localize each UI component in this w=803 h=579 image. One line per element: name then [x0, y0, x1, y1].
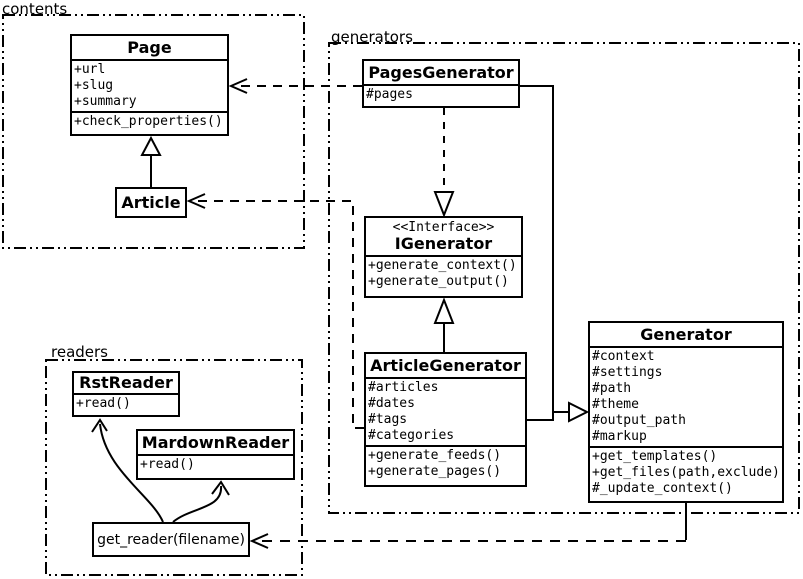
arrow-articlegenerator-to-igenerator-inheritance	[433, 297, 455, 352]
method-row: +generate_feeds()	[368, 448, 502, 463]
class-mardownreader-name: MardownReader	[141, 433, 290, 452]
method-row: +generate_pages()	[368, 464, 502, 479]
class-articlegenerator: ArticleGenerator #articles #dates #tags …	[364, 352, 527, 487]
package-contents-label: contents	[2, 0, 68, 18]
class-page-name: Page	[127, 38, 172, 57]
method-row: +get_files(path,exclude)	[592, 465, 780, 480]
method-row: +read()	[140, 457, 195, 472]
class-mardownreader-methods: +read()	[138, 454, 293, 474]
attribute-row: #context	[592, 349, 655, 364]
class-generator: Generator #context #settings #path #them…	[588, 321, 784, 503]
class-pagesgenerator-attributes: #pages	[364, 84, 518, 104]
package-readers-label: readers	[51, 343, 108, 361]
class-articlegenerator-attributes: #articles #dates #tags #categories	[366, 377, 525, 445]
class-igenerator-stereotype: <<Interface>>	[392, 220, 495, 235]
arrow-pagesgenerator-to-igenerator-realization	[433, 108, 455, 218]
class-rstreader: RstReader +read()	[72, 371, 180, 417]
class-article-name: Article	[121, 192, 181, 212]
class-article: Article	[115, 187, 187, 218]
class-page: Page +url +slug +summary +check_properti…	[70, 34, 229, 136]
attribute-row: +slug	[74, 78, 114, 93]
method-row: +check_properties()	[74, 114, 223, 129]
class-igenerator-name: IGenerator	[394, 234, 493, 253]
class-generator-name: Generator	[640, 325, 732, 344]
class-page-attributes: +url +slug +summary	[72, 59, 227, 111]
method-row: +generate_output()	[368, 274, 509, 289]
class-pagesgenerator-name: PagesGenerator	[368, 63, 514, 82]
package-contents-border	[2, 14, 305, 249]
method-row: +get_templates()	[592, 449, 718, 464]
arrow-getreader-to-mardownreader	[172, 480, 230, 523]
arrow-generator-to-getreader-dependency	[249, 503, 687, 549]
class-pagesgenerator: PagesGenerator #pages	[362, 59, 520, 108]
arrow-generators-to-generator-inheritance	[520, 85, 590, 423]
arrow-article-to-page-inheritance	[140, 135, 162, 187]
attribute-row: #path	[592, 381, 632, 396]
class-generator-methods: +get_templates() +get_files(path,exclude…	[590, 446, 782, 498]
attribute-row: #dates	[368, 396, 415, 411]
class-mardownreader: MardownReader +read()	[136, 429, 295, 480]
attribute-row: #pages	[366, 87, 413, 102]
package-generators-label: generators	[331, 28, 413, 46]
arrow-getreader-to-rstreader	[91, 418, 164, 523]
class-generator-attributes: #context #settings #path #theme #output_…	[590, 346, 782, 446]
class-articlegenerator-methods: +generate_feeds() +generate_pages()	[366, 445, 525, 481]
function-get-reader-box: get_reader(filename)	[92, 522, 250, 557]
class-page-methods: +check_properties()	[72, 111, 227, 131]
attribute-row: +url	[74, 62, 106, 77]
attribute-row: #theme	[592, 397, 639, 412]
method-row: +read()	[76, 396, 131, 411]
class-rstreader-methods: +read()	[74, 393, 178, 413]
method-row: #_update_context()	[592, 481, 733, 496]
class-rstreader-name: RstReader	[79, 373, 173, 392]
package-generators-border	[328, 42, 800, 514]
attribute-row: +summary	[74, 94, 137, 109]
function-get-reader-label: get_reader(filename)	[97, 531, 245, 548]
arrow-pagesgenerator-to-page-dependency	[228, 78, 362, 94]
attribute-row: #settings	[592, 365, 663, 380]
class-articlegenerator-name: ArticleGenerator	[370, 356, 521, 375]
class-igenerator-methods: +generate_context() +generate_output()	[366, 255, 521, 291]
arrow-articlegenerator-to-article-dependency	[186, 193, 364, 429]
class-igenerator: <<Interface>> IGenerator +generate_conte…	[364, 216, 523, 298]
attribute-row: #articles	[368, 380, 439, 395]
package-readers-border	[45, 359, 303, 576]
attribute-row: #markup	[592, 429, 647, 444]
method-row: +generate_context()	[368, 258, 517, 273]
attribute-row: #tags	[368, 412, 408, 427]
attribute-row: #output_path	[592, 413, 686, 428]
attribute-row: #categories	[368, 428, 455, 443]
